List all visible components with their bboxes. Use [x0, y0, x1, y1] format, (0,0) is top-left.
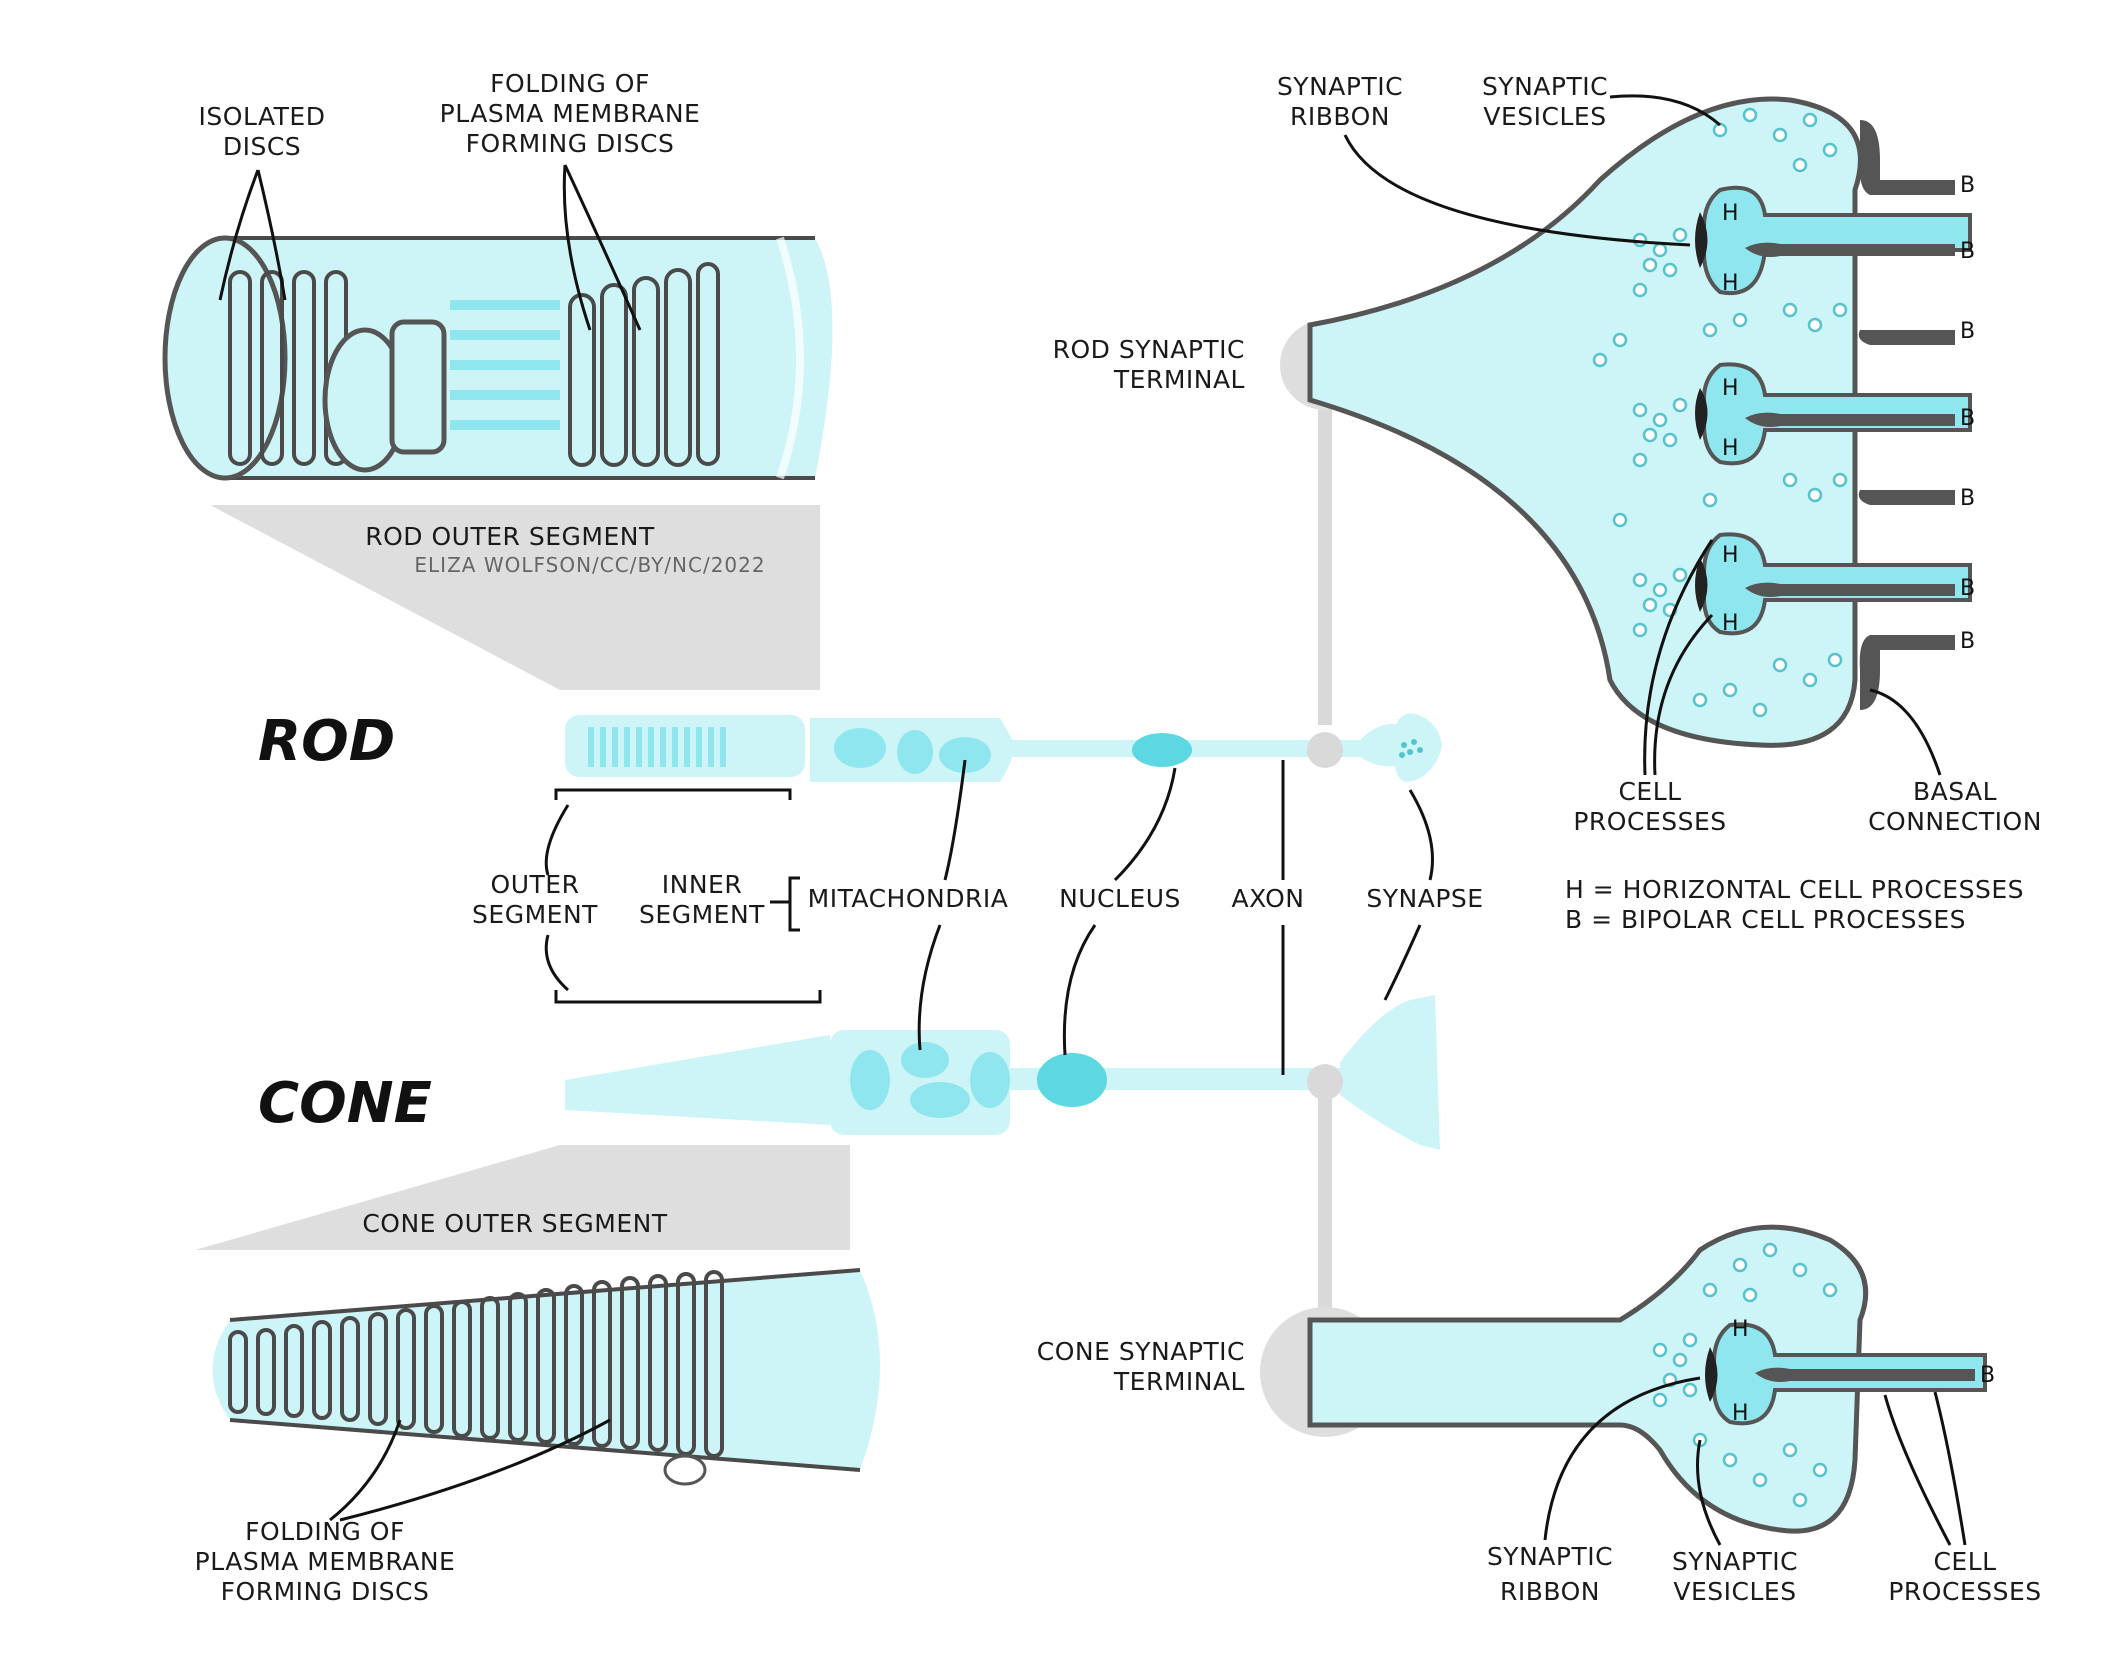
rod-title: ROD: [258, 709, 395, 774]
cone-ribbon-label-2: RIBBON: [1500, 1577, 1600, 1606]
legend-b-line: B = BIPOLAR CELL PROCESSES: [1565, 905, 1966, 934]
cone-terminal-title-1: CONE SYNAPTIC: [1037, 1337, 1245, 1366]
credit-text: ELIZA WOLFSON/CC/BY/NC/2022: [414, 553, 765, 577]
basal-connection-label-1: BASAL: [1913, 777, 1997, 806]
rod-terminal-title-2: TERMINAL: [1113, 365, 1245, 394]
rod-cell-processes-label-1: CELL: [1618, 777, 1681, 806]
rod-isolated-discs: [228, 270, 447, 473]
nucleus-label: NUCLEUS: [1059, 884, 1181, 913]
cone-b-label: B: [1980, 1363, 1995, 1388]
isolated-discs-label-1: ISOLATED: [199, 102, 326, 131]
svg-text:H: H: [1722, 543, 1739, 568]
svg-text:H: H: [1732, 1401, 1749, 1426]
rod-cell-processes-label-2: PROCESSES: [1573, 807, 1726, 836]
cone-nucleus: [1037, 1053, 1107, 1107]
rod-folding-label-2: PLASMA MEMBRANE: [440, 99, 701, 128]
rod-synaptic-vesicles: [1592, 107, 1848, 718]
rod-outer-segment-zoom: [162, 235, 833, 481]
cone-cell: [565, 995, 1440, 1150]
cone-zoom-projection: [195, 1145, 850, 1250]
rod-vesicles-label-1: SYNAPTIC: [1482, 72, 1608, 101]
outer-segment-label-1: OUTER: [491, 870, 580, 899]
cone-terminal-title-2: TERMINAL: [1113, 1367, 1245, 1396]
legend-h-line: H = HORIZONTAL CELL PROCESSES: [1565, 875, 2024, 904]
svg-text:B: B: [1960, 576, 1975, 601]
cone-folding-leader: [329, 1419, 402, 1522]
axon-label: AXON: [1231, 884, 1304, 913]
svg-text:H: H: [1722, 376, 1739, 401]
rod-disc-face: [162, 235, 288, 481]
outer-segment-label-2: SEGMENT: [472, 900, 598, 929]
cone-terminal-stalk: [1318, 1082, 1332, 1352]
cone-title: CONE: [258, 1071, 432, 1136]
svg-text:B: B: [1960, 239, 1975, 264]
svg-text:B: B: [1960, 486, 1975, 511]
rod-bipolar-processes: [1745, 120, 1955, 710]
rod-h-label-1: H: [1722, 201, 1739, 226]
rod-outer-discs: [588, 727, 726, 767]
basal-connection-leader: [1869, 688, 1942, 776]
cone-folding-label-3: FORMING DISCS: [221, 1577, 430, 1606]
cone-vesicles-label-2: VESICLES: [1673, 1577, 1796, 1606]
svg-text:B: B: [1960, 319, 1975, 344]
rod-cell: [565, 713, 1442, 782]
svg-text:B: B: [1960, 406, 1975, 431]
rod-folding-label-1: FOLDING OF: [490, 69, 650, 98]
synapse-label: SYNAPSE: [1366, 884, 1483, 913]
rod-folding-leader: [562, 164, 592, 331]
rod-b-label-1: B: [1960, 173, 1975, 198]
cone-synapse: [1340, 995, 1440, 1150]
inner-segment-label-1: INNER: [662, 870, 742, 899]
rod-terminal-title-1: ROD SYNAPTIC: [1053, 335, 1245, 364]
isolated-discs-label-2: DISCS: [223, 132, 301, 161]
svg-text:H: H: [1722, 271, 1739, 296]
svg-text:H: H: [1722, 611, 1739, 636]
cone-mitochondrion: [850, 1050, 890, 1110]
inner-segment-bracket: [770, 876, 800, 932]
rod-outer-segment-caption: ROD OUTER SEGMENT: [365, 522, 655, 551]
cone-cell-processes-label-1: CELL: [1933, 1547, 1996, 1576]
rod-ribbon-leader: [1343, 134, 1691, 247]
rod-nucleus: [1132, 733, 1192, 767]
rod-mitochondrion: [834, 728, 886, 768]
cone-bipolar-process: [1755, 1367, 1975, 1382]
cone-folds: [228, 1270, 724, 1458]
rod-vesicles-label-2: VESICLES: [1483, 102, 1606, 131]
rod-synaptic-terminal: H H H H H H B B B B B B B: [1280, 96, 1975, 748]
rod-folding-label-3: FORMING DISCS: [466, 129, 675, 158]
cone-outer-bracket: [554, 990, 822, 1004]
cone-folding-label-2: PLASMA MEMBRANE: [195, 1547, 456, 1576]
rod-folding-discs: [568, 262, 720, 467]
rod-ribbon-label-2: RIBBON: [1290, 102, 1390, 131]
isolated-discs-leader: [218, 169, 260, 301]
basal-connection-label-2: CONNECTION: [1868, 807, 2042, 836]
rod-outer-bracket: [554, 788, 792, 800]
rod-zoom-projection: [210, 505, 820, 690]
cone-synaptic-vesicles: [1652, 1242, 1838, 1508]
rod-terminal-stalk: [1318, 405, 1332, 725]
cone-vesicles-label-1: SYNAPTIC: [1672, 1547, 1798, 1576]
mitochondria-label: MITACHONDRIA: [808, 884, 1009, 913]
cone-outer-segment-caption: CONE OUTER SEGMENT: [362, 1209, 668, 1238]
svg-text:B: B: [1960, 629, 1975, 654]
cone-outer-segment-zoom: [212, 1268, 880, 1486]
rod-ribbon-label-1: SYNAPTIC: [1277, 72, 1403, 101]
cone-synaptic-terminal: H H B: [1260, 1224, 1995, 1534]
cone-folding-label-1: FOLDING OF: [245, 1517, 405, 1546]
rod-vesicles-leader: [1609, 94, 1721, 127]
cone-outer-segment: [565, 1035, 830, 1125]
svg-text:H: H: [1722, 436, 1739, 461]
inner-segment-label-2: SEGMENT: [639, 900, 765, 929]
cone-cell-processes-label-2: PROCESSES: [1888, 1577, 2041, 1606]
rod-synaptic-ribbons: [1695, 212, 1708, 612]
cone-ribbon-label-1: SYNAPTIC: [1487, 1542, 1613, 1571]
cone-synaptic-ribbon: [1705, 1347, 1718, 1402]
cone-h-label-1: H: [1732, 1317, 1749, 1342]
